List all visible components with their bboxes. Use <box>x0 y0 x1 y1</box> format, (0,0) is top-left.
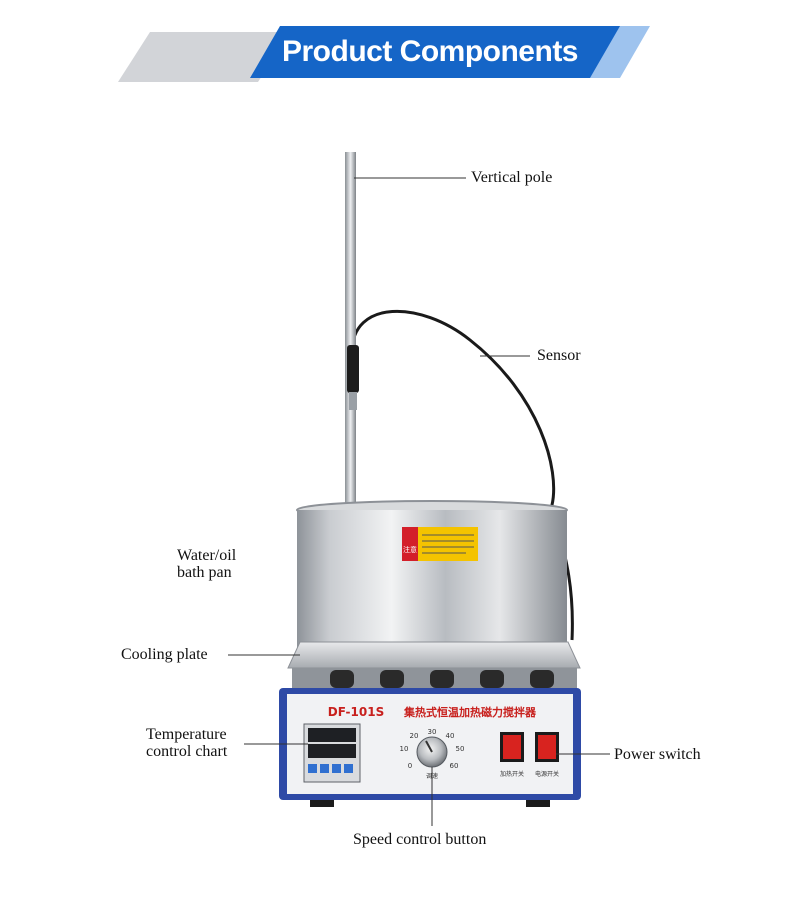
base-foot <box>526 800 550 807</box>
warning-sticker-text: 注意 <box>403 545 417 554</box>
label-temperature-line1: Temperature <box>146 726 227 743</box>
base-foot <box>310 800 334 807</box>
controller-key[interactable] <box>344 764 353 773</box>
label-power-switch: Power switch <box>614 746 701 763</box>
label-sensor: Sensor <box>537 347 581 364</box>
product-name-cn: 集热式恒温加热磁力搅拌器 <box>403 705 537 719</box>
dial-tick-label: 60 <box>450 762 459 770</box>
controller-key[interactable] <box>320 764 329 773</box>
banner-light-blue-band <box>585 26 650 78</box>
knob-indicator <box>425 740 433 753</box>
heating-switch[interactable] <box>503 735 521 759</box>
label-temperature-line2: control chart <box>146 743 228 760</box>
dial-caption: 调速 <box>426 772 438 780</box>
page-title: Product Components <box>282 35 579 68</box>
model-number: DF-101S <box>328 705 384 719</box>
controller-key[interactable] <box>308 764 317 773</box>
dial-tick-label: 10 <box>400 745 409 753</box>
power-switch[interactable] <box>538 735 556 759</box>
controller-display-top <box>308 728 356 742</box>
dial-tick-label: 30 <box>428 728 437 736</box>
dial-tick-label: 40 <box>446 732 455 740</box>
banner-blue-band <box>250 26 620 78</box>
cooling-fin-slot <box>330 670 354 688</box>
label-bath-pan: Water/oil bath pan <box>177 547 236 581</box>
dial-tick-label: 50 <box>456 745 465 753</box>
cooling-fin-slot <box>480 670 504 688</box>
dial-tick-label: 20 <box>410 732 419 740</box>
controller-display-bottom <box>308 744 356 758</box>
label-bath-pan-line2: bath pan <box>177 564 232 581</box>
label-cooling-plate: Cooling plate <box>121 646 208 663</box>
warning-sticker-yellow <box>418 527 478 561</box>
banner-graphic <box>118 26 650 82</box>
sensor-probe <box>347 345 359 393</box>
label-bath-pan-line1: Water/oil <box>177 547 237 564</box>
label-temperature-control: Temperature control chart <box>146 726 227 760</box>
heating-switch-label: 加热开关 <box>500 770 524 778</box>
cooling-fin-slot <box>380 670 404 688</box>
controller-key[interactable] <box>332 764 341 773</box>
sensor-fitting <box>349 392 357 410</box>
dial-tick-label: 0 <box>408 762 412 770</box>
header-banner: Product Components <box>0 0 800 110</box>
label-speed-control: Speed control button <box>353 831 487 848</box>
vertical-pole <box>345 152 356 512</box>
cooling-fin-slot <box>530 670 554 688</box>
cooling-fin-slot <box>430 670 454 688</box>
label-vertical-pole: Vertical pole <box>471 169 553 186</box>
power-switch-label: 电源开关 <box>535 770 559 778</box>
warning-sticker-red <box>402 527 418 561</box>
cooling-plate <box>287 641 581 669</box>
banner-gray-band <box>118 32 290 82</box>
